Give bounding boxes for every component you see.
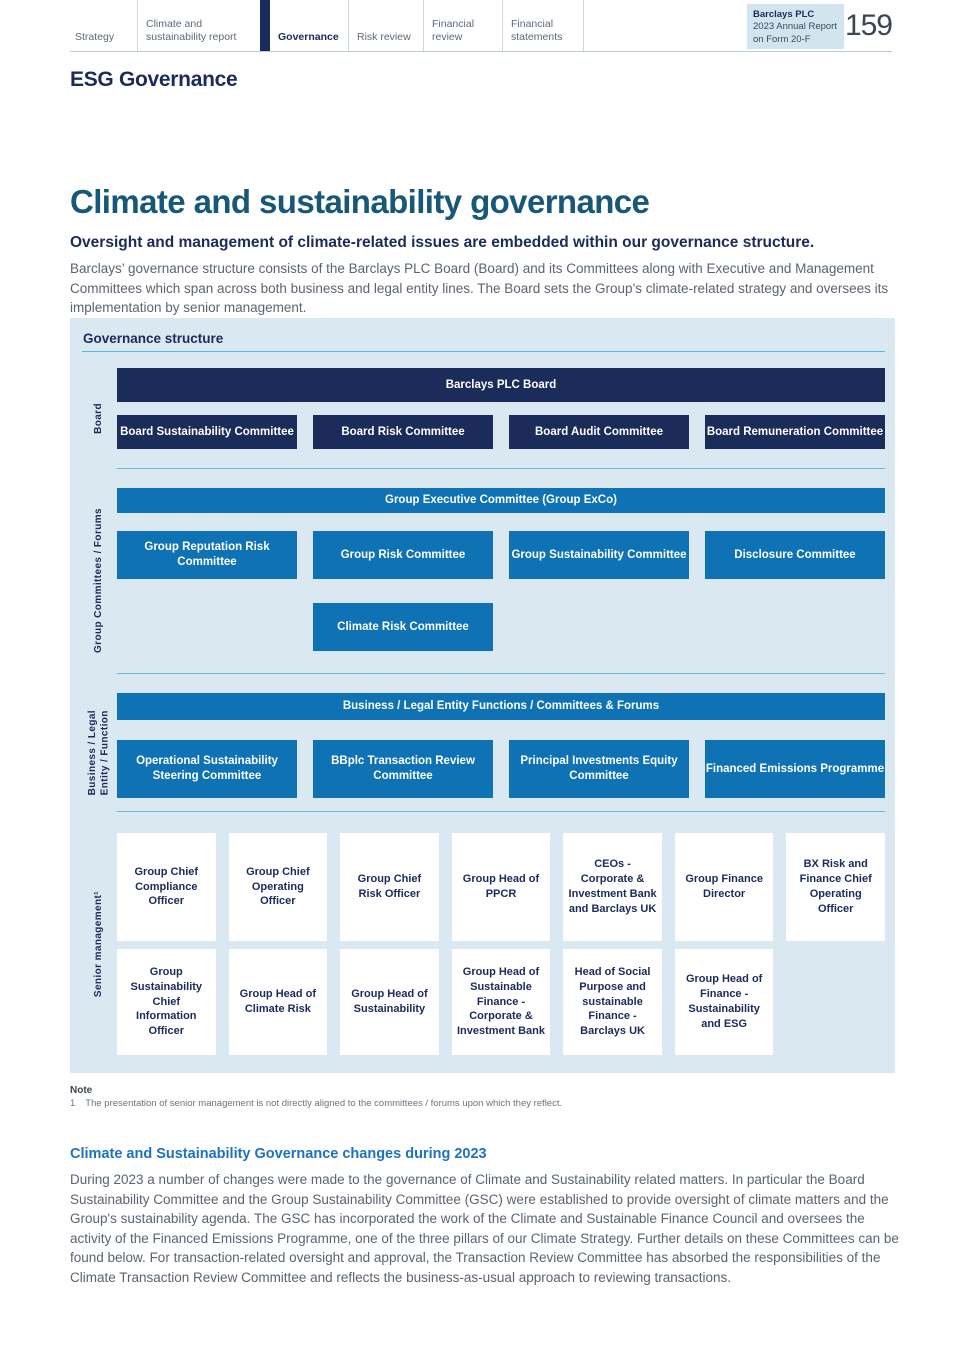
box-group-exco: Group Executive Committee (Group ExCo) (117, 488, 885, 513)
box-group-sustainability-cio: Group Sustainability Chief Information O… (117, 949, 216, 1055)
active-tab-marker (260, 0, 270, 51)
box-financed-emissions-programme: Financed Emissions Programme (705, 740, 885, 798)
box-barclays-plc-board: Barclays PLC Board (117, 368, 885, 402)
section-separator (117, 468, 885, 469)
footnote: 1 The presentation of senior management … (70, 1098, 890, 1109)
tab-financial-statements[interactable]: Financial statements (502, 0, 584, 51)
box-disclosure-committee: Disclosure Committee (705, 531, 885, 579)
governance-structure-diagram: Governance structure Board Barclays PLC … (70, 318, 895, 1073)
tab-label: Climate and sustainability report (146, 17, 237, 43)
report-badge-company: Barclays PLC (753, 9, 815, 20)
top-nav: Strategy Climate and sustainability repo… (70, 0, 893, 52)
group-committees-section: Group Committees / Forums Group Executiv… (82, 488, 885, 674)
box-board-sustainability-committee: Board Sustainability Committee (117, 415, 297, 449)
tab-label: Financial review (432, 17, 475, 43)
page-title: Climate and sustainability governance (70, 183, 650, 220)
senior-management-section: Senior management¹ Group Chief Complianc… (82, 833, 885, 1055)
box-group-head-finance-sustainability-esg: Group Head of Finance - Sustainability a… (674, 949, 774, 1055)
box-principal-investments-equity-committee: Principal Investments Equity Committee (509, 740, 689, 798)
report-badge-line2: 2023 Annual Report (753, 21, 837, 33)
box-group-head-sustainable-finance-cib: Group Head of Sustainable Finance - Corp… (451, 949, 551, 1055)
box-group-chief-operating-officer: Group Chief Operating Officer (228, 833, 328, 941)
box-group-chief-risk-officer: Group Chief Risk Officer (340, 833, 439, 941)
note-label: Note (70, 1085, 93, 1096)
diagram-title-rule (82, 351, 885, 352)
board-section: Board Barclays PLC Board Board Sustainab… (82, 368, 885, 469)
intro-paragraph: Barclays’ governance structure consists … (70, 261, 889, 316)
box-operational-sustainability-steering-committee: Operational Sustainability Steering Comm… (117, 740, 297, 798)
box-group-head-of-ppcr: Group Head of PPCR (451, 833, 551, 941)
business-legal-entity-section-label: Business / Legal Entity / Function (87, 709, 111, 796)
box-group-head-of-climate-risk: Group Head of Climate Risk (228, 949, 328, 1055)
box-climate-risk-committee: Climate Risk Committee (313, 603, 493, 651)
report-badge: Barclays PLC 2023 Annual Report on Form … (747, 4, 844, 49)
section-title: ESG Governance (70, 68, 238, 91)
box-board-risk-committee: Board Risk Committee (313, 415, 493, 449)
footnote-text: The presentation of senior management is… (85, 1098, 563, 1109)
diagram-title: Governance structure (83, 331, 224, 346)
group-committees-section-label: Group Committees / Forums (93, 508, 105, 654)
footnote-number: 1 (70, 1098, 76, 1109)
box-group-finance-director: Group Finance Director (674, 833, 774, 941)
tab-climate-sustainability-report[interactable]: Climate and sustainability report (137, 0, 260, 51)
box-ceos-cib-and-buk: CEOs - Corporate & Investment Bank and B… (563, 833, 662, 941)
board-section-label: Board (93, 403, 105, 434)
senior-management-section-label: Senior management¹ (93, 890, 105, 998)
changes-paragraph: During 2023 a number of changes were mad… (70, 1172, 899, 1285)
business-legal-entity-section: Business / Legal Entity / Function Busin… (82, 693, 885, 812)
tab-governance[interactable]: Governance (270, 0, 348, 51)
changes-heading: Climate and Sustainability Governance ch… (70, 1146, 487, 1162)
section-separator (117, 673, 885, 674)
box-bbplc-transaction-review-committee: BBplc Transaction Review Committee (313, 740, 493, 798)
box-board-remuneration-committee: Board Remuneration Committee (705, 415, 885, 449)
tab-risk-review[interactable]: Risk review (348, 0, 423, 51)
box-group-risk-committee: Group Risk Committee (313, 531, 493, 579)
box-group-head-of-sustainability: Group Head of Sustainability (340, 949, 439, 1055)
page-number: 159 (844, 8, 893, 42)
report-badge-line3: on Form 20-F (753, 33, 811, 45)
box-board-audit-committee: Board Audit Committee (509, 415, 689, 449)
nav-spacer (584, 0, 747, 51)
box-group-reputation-risk-committee: Group Reputation Risk Committee (117, 531, 297, 579)
tab-label: Risk review (357, 30, 411, 43)
box-group-sustainability-committee: Group Sustainability Committee (509, 531, 689, 579)
section-separator (117, 811, 885, 812)
box-group-chief-compliance-officer: Group Chief Compliance Officer (117, 833, 216, 941)
box-business-legal-entity-functions: Business / Legal Entity Functions / Comm… (117, 693, 885, 720)
box-head-social-purpose-sustainable-finance-buk: Head of Social Purpose and sustainable F… (563, 949, 662, 1055)
tab-label: Strategy (75, 30, 115, 43)
tab-financial-review[interactable]: Financial review (423, 0, 502, 51)
tab-label: Financial statements (511, 17, 563, 43)
tab-label: Governance (278, 30, 339, 43)
standfirst: Oversight and management of climate-rela… (70, 234, 815, 251)
tab-strategy[interactable]: Strategy (70, 0, 137, 51)
box-bx-risk-finance-coo: BX Risk and Finance Chief Operating Offi… (786, 833, 885, 941)
